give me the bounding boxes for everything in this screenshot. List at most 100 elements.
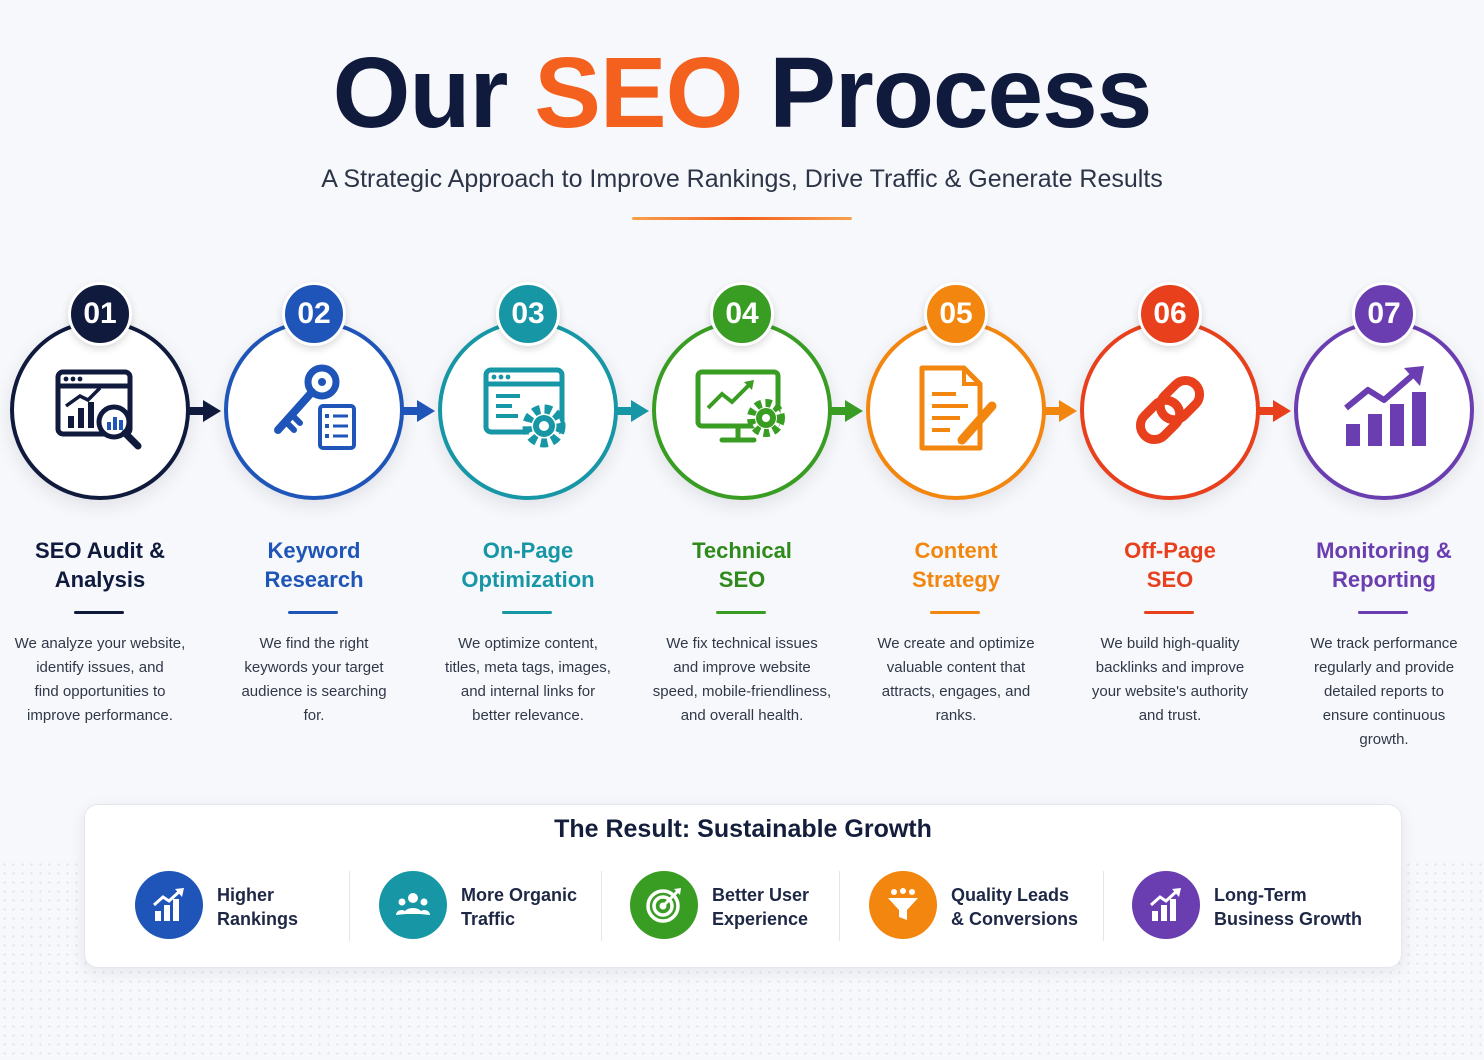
step-05-underline [930, 611, 980, 614]
step-02-desc-line: audience is searching [241, 683, 387, 700]
result-separator [601, 871, 602, 941]
step-07-desc-line: We track performance [1310, 635, 1458, 652]
bar-chart-arrow-icon [153, 888, 184, 921]
step-05-title: Content Strategy [856, 536, 1056, 594]
arrow-right-icon [831, 400, 863, 422]
result-label-line: Long-Term [1214, 885, 1307, 905]
step-05-desc-line: valuable content that [886, 659, 1026, 676]
result-separator [1103, 871, 1104, 941]
target-icon [646, 888, 681, 923]
step-05-badge: 05 [924, 282, 988, 346]
step-06-ring [1080, 320, 1260, 500]
step-02-desc-line: keywords your target [244, 659, 384, 676]
step-05-desc-line: attracts, engages, and [881, 683, 1031, 700]
step-01-desc-line: We analyze your website, [14, 635, 186, 652]
key-list-icon [274, 364, 356, 450]
document-pencil-icon [919, 365, 997, 451]
result-label: Quality Leads & Conversions [951, 883, 1078, 931]
result-label-line: & Conversions [951, 909, 1079, 929]
title-word-our: Our [332, 37, 509, 149]
step-01-desc-line: find opportunities to [34, 683, 166, 700]
step-07-title-line: Monitoring & [1316, 538, 1452, 563]
result-icon-circle [1132, 871, 1200, 939]
step-01-title: SEO Audit & Analysis [0, 536, 200, 594]
step-07-badge: 07 [1352, 282, 1416, 346]
step-04-desc-line: speed, mobile-friendliness, [652, 683, 832, 700]
step-04-description: We fix technical issues and improve webs… [642, 632, 842, 728]
result-label-line: More Organic [461, 885, 578, 905]
step-05-title-line: Content [914, 538, 998, 563]
step-06-underline [1144, 611, 1194, 614]
title-word-seo: SEO [534, 37, 743, 149]
step-05-desc-line: ranks. [935, 707, 977, 724]
result-title: The Result: Sustainable Growth [554, 815, 932, 843]
result-label: Better User Experience [712, 883, 809, 931]
step-06-title: Off-Page SEO [1070, 536, 1270, 594]
step-03-desc-line: We optimize content, [458, 635, 598, 652]
step-02-underline [288, 611, 338, 614]
step-05-ring [866, 320, 1046, 500]
people-group-icon [396, 893, 430, 915]
result-label: Higher Rankings [217, 883, 298, 931]
step-04-desc-line: We fix technical issues [666, 635, 818, 652]
step-01-underline [74, 611, 124, 614]
audit-analytics-icon [55, 369, 142, 450]
step-04-badge: 04 [710, 282, 774, 346]
step-04-desc-line: and improve website [673, 659, 811, 676]
step-06-title-line: Off-Page [1124, 538, 1216, 563]
result-label-line: Business Growth [1214, 909, 1363, 929]
step-06-desc-line: and trust. [1138, 707, 1202, 724]
step-02-description: We find the right keywords your target a… [214, 632, 414, 728]
step-03-description: We optimize content, titles, meta tags, … [428, 632, 628, 728]
result-card: The Result: Sustainable Growth Higher Ra… [84, 804, 1402, 968]
step-03-underline [502, 611, 552, 614]
step-07-title-line: Reporting [1332, 567, 1436, 592]
step-07-ring [1294, 320, 1474, 500]
result-icon-circle [379, 871, 447, 939]
step-03-desc-line: and internal links for [460, 683, 596, 700]
step-04-title-line: Technical [692, 538, 792, 563]
step-07-description: We track performance regularly and provi… [1284, 632, 1484, 752]
step-06-description: We build high-quality backlinks and impr… [1070, 632, 1270, 728]
result-label-line: Traffic [461, 909, 516, 929]
result-icon-circle [630, 871, 698, 939]
result-separator [349, 871, 350, 941]
result-label-line: Higher [217, 885, 275, 905]
result-label-line: Better User [712, 885, 810, 905]
step-03-desc-line: better relevance. [472, 707, 584, 724]
growth-chart-icon [1344, 366, 1426, 446]
step-05-desc-line: We create and optimize [877, 635, 1035, 652]
step-03-title-line: On-Page [482, 538, 574, 563]
result-separator [839, 871, 840, 941]
result-icon-circle [135, 871, 203, 939]
step-01-desc-line: improve performance. [27, 707, 173, 724]
step-01-description: We analyze your website, identify issues… [0, 632, 200, 728]
result-label: Long-Term Business Growth [1214, 883, 1362, 931]
step-03-badge: 03 [496, 282, 560, 346]
step-06-badge: 06 [1138, 282, 1202, 346]
step-02-desc-line: We find the right [259, 635, 369, 652]
step-06-desc-line: backlinks and improve [1095, 659, 1245, 676]
step-02-desc-line: for. [303, 707, 325, 724]
step-01-badge: 01 [68, 282, 132, 346]
step-02-title-line: Keyword [267, 538, 361, 563]
chain-link-icon [1135, 375, 1205, 445]
step-04-ring [652, 320, 832, 500]
step-07-desc-line: detailed reports to [1323, 683, 1445, 700]
step-06-desc-line: We build high-quality [1100, 635, 1240, 652]
step-02-badge: 02 [282, 282, 346, 346]
step-06-title-line: SEO [1146, 567, 1194, 592]
arrow-right-icon [617, 400, 649, 422]
growth-arrow-icon [1150, 888, 1181, 921]
step-04-underline [716, 611, 766, 614]
step-06-desc-line: your website's authority [1091, 683, 1249, 700]
title-word-process: Process [769, 37, 1152, 149]
step-05-title-line: Strategy [911, 567, 1001, 592]
step-04-desc-line: and overall health. [680, 707, 804, 724]
step-07-desc-line: ensure continuous [1322, 707, 1446, 724]
step-01-title-line: Analysis [54, 567, 146, 592]
result-label-line: Experience [712, 909, 809, 929]
result-icon-circle [869, 871, 937, 939]
step-07-desc-line: regularly and provide [1313, 659, 1455, 676]
step-02-ring [224, 320, 404, 500]
